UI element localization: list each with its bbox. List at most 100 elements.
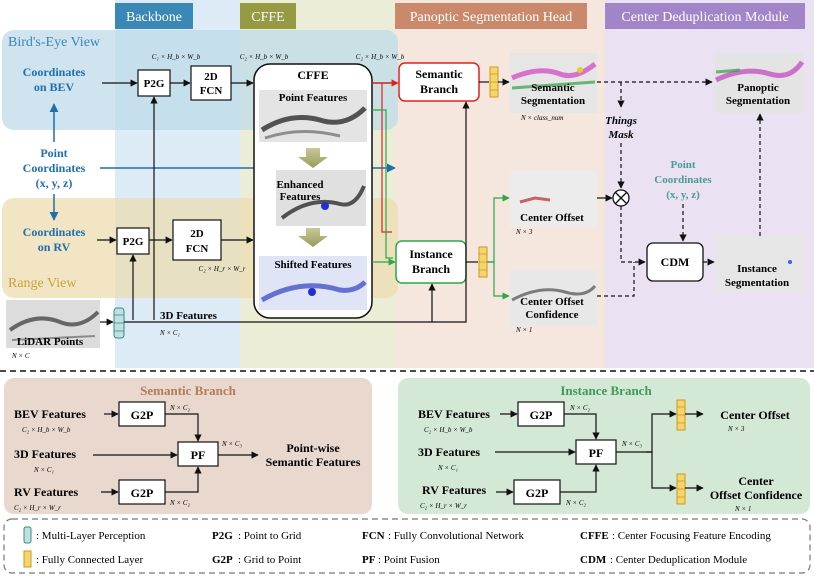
ip-center-offset: Center Offset [720,408,789,422]
sp-dim-bottom: N × C₂ [169,499,191,507]
fcn-rv-block [172,219,222,261]
coord-rv-line2: on RV [38,240,71,254]
shifted-features-image [259,256,367,310]
sp-output-line1: Point-wise [286,441,340,455]
sp-g2p-bottom-label: G2P [131,486,154,500]
dim-bev-2: C₂ × H_b × W_b [240,53,289,61]
ip-rv-dim: C₂ × H_r × W_r [420,502,467,510]
center-offset-dim: N × 3 [515,228,533,236]
legend-cdm-val: : Center Deduplication Module [610,554,747,566]
sp-3d-dim: N × C₁ [33,466,54,474]
sp-3d-features: 3D Features [14,447,76,461]
fcn-bev-line1: 2D [204,71,218,83]
ip-center-offset-conf-line1: Center [738,474,774,488]
shifted-features-label: Shifted Features [274,259,352,271]
ip-pf-block [575,439,617,465]
sp-pf-block [177,441,219,467]
psh-title: Panoptic Segmentation Head [410,10,573,25]
cdm-block-label: CDM [661,255,690,269]
cdm-header [605,3,805,29]
cffe-down-arrow-1 [298,148,328,168]
center-offset-image [510,171,597,227]
things-mask-line2: Mask [607,129,634,141]
rv-view-label: Range View [8,276,77,291]
legend-mlp-icon [23,526,32,544]
lidar-points-label: LiDAR Points [17,336,84,348]
instance-branch-line1: Instance [409,247,453,261]
coord-rv-line1: Coordinates [23,225,86,239]
features-3d-dim: N × C₁ [159,329,180,337]
ip-rv-features: RV Features [422,483,486,497]
ip-3d-dim: N × C₁ [437,464,458,472]
legend-pf-val: : Point Fusion [378,554,440,566]
legend-cdm-key: CDM [580,554,607,566]
cffe-header-title: CFFE [251,10,284,25]
cdm-title: Center Deduplication Module [621,10,788,25]
point-coords-line2: Coordinates [23,161,86,175]
things-mask-line1: Things [605,115,637,127]
sp-pf-label: PF [191,448,206,462]
center-offset-conf-image [510,270,597,326]
ip-g2p-top-label: G2P [530,408,553,422]
sp-dim-top: N × C₂ [169,404,191,412]
dim-bev-1: C₁ × H_b × W_b [152,53,201,61]
fcn-bev-line2: FCN [200,85,223,97]
features-3d-label: 3D Features [160,310,218,322]
ip-bev-features: BEV Features [418,407,490,421]
p2g-rv-label: P2G [123,236,144,248]
semantic-branch-line1: Semantic [415,67,463,81]
center-offset-label: Center Offset [520,212,584,224]
ip-bev-dim: C₂ × H_b × W_b [424,426,473,434]
point-coords-line1: Point [40,146,67,160]
ip-dim-top: N × C₂ [569,404,591,412]
point-coords-line3: (x, y, z) [36,176,73,190]
sp-output-line2: Semantic Features [266,455,361,469]
sp-dim-out: N × C₃ [221,440,243,448]
fcn-bev-block [190,65,232,101]
ip-3d-features: 3D Features [418,445,480,459]
center-offset-conf-dim: N × 1 [515,326,532,334]
center-offset-conf-line2: Confidence [525,309,578,321]
p2g-bev-label: P2G [144,78,165,90]
panoptic-seg-line2: Segmentation [726,95,790,107]
enhanced-features-line1: Enhanced [276,179,323,191]
legend-fcn-val: : Fully Convolutional Network [388,530,524,542]
panoptic-seg-line1: Panoptic [737,82,779,94]
enhanced-features-line2: Features [280,191,321,203]
legend-box [3,518,811,574]
legend-p2g-key: P2G [212,530,233,542]
instance-seg-line2: Segmentation [725,277,789,289]
psh-header [395,3,587,29]
sp-rv-features: RV Features [14,485,78,499]
ip-center-offset-dim: N × 3 [727,425,745,433]
legend-p2g-val: : Point to Grid [238,530,302,542]
lidar-points-dim: N × C [11,352,30,360]
instance-panel-title: Instance Branch [560,383,652,398]
fcn-rv-line1: 2D [190,228,204,240]
point-coords-cdm-line2: Coordinates [654,174,712,186]
legend-fc: : Fully Connected Layer [36,554,144,566]
legend-cffe-val: : Center Focusing Feature Encoding [612,530,771,542]
dim-rv: C₂ × H_r × W_r [199,265,246,273]
cffe-block-title: CFFE [297,68,328,82]
semantic-seg-dim: N × class_num [520,114,563,122]
ip-pf-label: PF [589,446,604,460]
cffe-down-arrow-2 [298,228,328,247]
point-coords-cdm-line1: Point [670,159,695,171]
semantic-branch-line2: Branch [420,82,458,96]
center-offset-conf-line1: Center Offset [520,296,584,308]
bev-view-label: Bird's-Eye View [8,35,101,50]
semantic-panel-title: Semantic Branch [140,383,236,398]
enhanced-features-image [276,170,366,226]
legend-fcn-key: FCN [362,530,385,542]
backbone-header [115,3,193,29]
dim-bev-3: C₂ × H_b × W_b [356,53,405,61]
legend-cffe-key: CFFE [580,530,609,542]
sp-bev-dim: C₂ × H_b × W_b [22,426,71,434]
fcn-rv-line2: FCN [186,243,209,255]
backbone-title: Backbone [126,10,182,25]
sp-rv-dim: C₂ × H_r × W_r [14,504,61,512]
ip-center-offset-conf-line2: Offset Confidence [710,488,803,502]
